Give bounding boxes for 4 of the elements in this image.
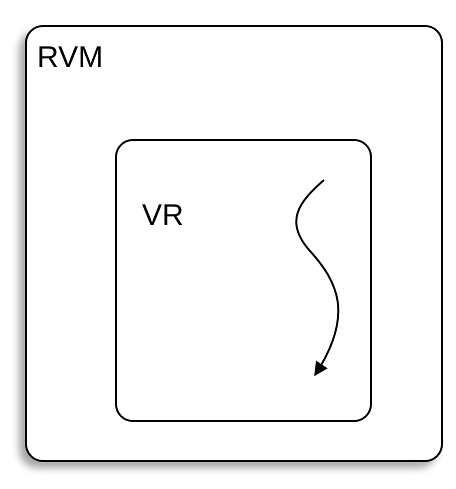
container-box xyxy=(25,25,443,462)
box-title: VR xyxy=(142,199,184,233)
box-title: RVM xyxy=(37,41,104,75)
container-box xyxy=(115,139,372,422)
